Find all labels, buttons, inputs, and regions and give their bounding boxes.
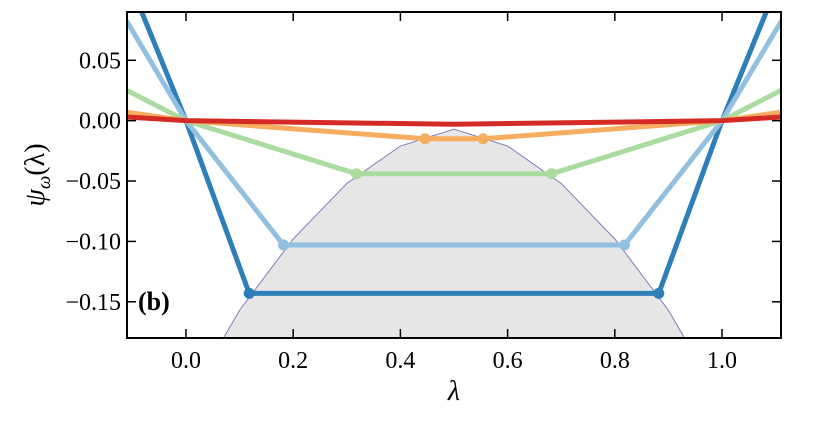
panel-label: (b): [138, 287, 170, 316]
series-line-3: [127, 87, 781, 177]
series-1-marker-2: [653, 287, 665, 299]
x-tick-label: 0.8: [600, 348, 630, 374]
y-axis-title: ψω(λ): [20, 143, 55, 206]
series-line-1: [139, 12, 769, 296]
y-tick-label: −0.05: [65, 169, 121, 195]
x-axis-title: λ: [447, 376, 460, 407]
series-3-marker-1: [350, 168, 362, 180]
tick-layer: 0.0 0.2 0.4 0.6 0.8 1.0 0.05 0.00 −0.05 −0.10 −0.1…: [65, 12, 781, 374]
series-1-marker-1: [243, 287, 255, 299]
y-tick-label: −0.15: [65, 290, 121, 316]
series-line-5: [127, 114, 781, 127]
y-tick-label: −0.10: [65, 229, 121, 255]
y-axis-title-main: ψ: [20, 189, 51, 207]
y-tick-label: 0.05: [79, 48, 121, 74]
x-tick-label: 0.2: [278, 348, 308, 374]
series-4-marker-1: [419, 133, 431, 145]
x-tick-label: 0.4: [385, 348, 415, 374]
y-axis-title-sub: ω: [34, 176, 55, 189]
series-layer: [127, 12, 781, 299]
shaded-region: [222, 128, 686, 338]
shaded-region-layer: [222, 128, 686, 338]
x-tick-label: 1.0: [707, 348, 737, 374]
series-3-marker-2: [546, 168, 558, 180]
plot-frame: [126, 11, 782, 339]
series-2-marker-2: [618, 239, 630, 251]
series-line-2: [127, 19, 781, 248]
series-2-marker-1: [278, 239, 290, 251]
plot-area: [127, 12, 781, 338]
x-tick-label: 0.0: [171, 348, 201, 374]
y-tick-label: 0.00: [79, 109, 121, 135]
series-4-marker-2: [477, 133, 489, 145]
x-tick-label: 0.6: [493, 348, 523, 374]
y-axis-title-arg: (λ): [20, 143, 51, 175]
